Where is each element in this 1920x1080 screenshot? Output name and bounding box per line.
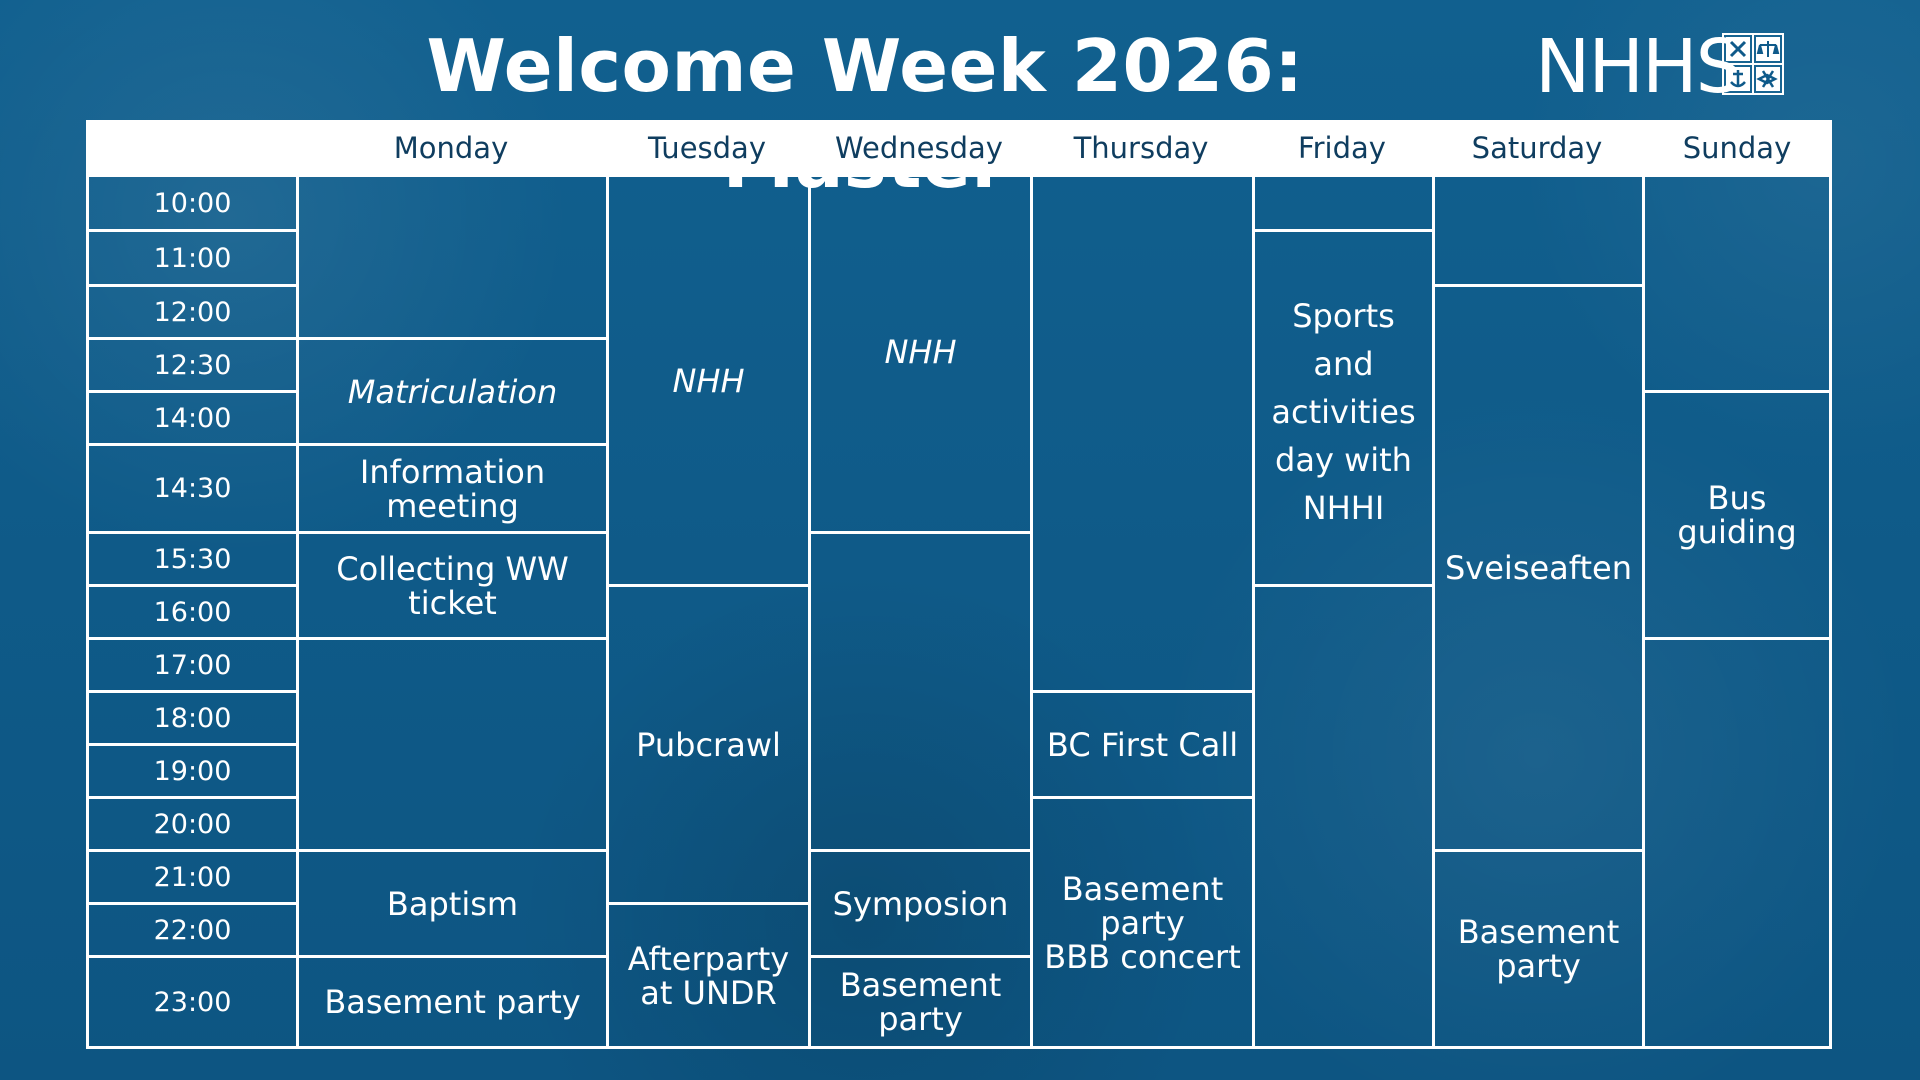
time-slot: 20:00 [86, 796, 299, 852]
event-afterparty-undr: Afterparty at UNDR [606, 902, 811, 1049]
event-nhh-tuesday: NHH [606, 174, 811, 587]
event-friday-empty [1252, 174, 1435, 232]
time-slot: 12:30 [86, 337, 299, 393]
event-saturday-empty [1432, 174, 1645, 287]
event-sports-activities-day: Sports and activities day with NHHI [1252, 229, 1435, 587]
event-matriculation: Matriculation [296, 337, 609, 446]
time-slot: 14:30 [86, 443, 299, 534]
event-sunday-empty [1642, 174, 1832, 393]
event-pubcrawl: Pubcrawl [606, 584, 811, 905]
event-basement-party-bbb-concert: Basement party BBB concert [1030, 796, 1255, 1049]
event-sunday-empty [1642, 637, 1832, 1049]
time-slot: 23:00 [86, 955, 299, 1049]
time-slot: 11:00 [86, 229, 299, 287]
time-slot: 21:00 [86, 849, 299, 905]
time-slot: 22:00 [86, 902, 299, 958]
event-nhh-wednesday: NHH [808, 174, 1033, 534]
event-collecting-ww-ticket: Collecting WW ticket [296, 531, 609, 640]
event-monday-empty [296, 637, 609, 852]
time-slot: 19:00 [86, 743, 299, 799]
event-symposion: Symposion [808, 849, 1033, 958]
crest-icon [1722, 33, 1784, 95]
event-thursday-empty [1030, 174, 1255, 693]
event-information-meeting: Information meeting [296, 443, 609, 534]
day-header-bar [86, 120, 1832, 176]
time-slot: 10:00 [86, 174, 299, 232]
time-slot: 15:30 [86, 531, 299, 587]
header-wednesday: Wednesday [835, 131, 1003, 165]
event-monday-empty [296, 174, 609, 340]
logo-text: NHHS [1535, 24, 1743, 110]
event-basement-party-monday: Basement party [296, 955, 609, 1049]
event-friday-empty [1252, 584, 1435, 1049]
time-slot: 16:00 [86, 584, 299, 640]
event-bus-guiding: Bus guiding [1642, 390, 1832, 640]
header-sunday: Sunday [1682, 131, 1792, 165]
header-monday: Monday [393, 131, 509, 165]
header-tuesday: Tuesday [648, 131, 766, 165]
page-title: Welcome Week 2026: Master [426, 24, 1304, 204]
header-saturday: Saturday [1471, 131, 1603, 165]
header-thursday: Thursday [1073, 131, 1209, 165]
time-slot: 17:00 [86, 637, 299, 693]
time-slot: 18:00 [86, 690, 299, 746]
event-basement-party-saturday: Basement party [1432, 849, 1645, 1049]
event-sveiseaften: Sveiseaften [1432, 284, 1645, 852]
event-baptism: Baptism [296, 849, 609, 958]
event-wednesday-empty [808, 531, 1033, 852]
event-basement-party-wednesday: Basement party [808, 955, 1033, 1049]
event-bc-first-call: BC First Call [1030, 690, 1255, 799]
header-friday: Friday [1298, 131, 1386, 165]
time-slot: 14:00 [86, 390, 299, 446]
time-slot: 12:00 [86, 284, 299, 340]
